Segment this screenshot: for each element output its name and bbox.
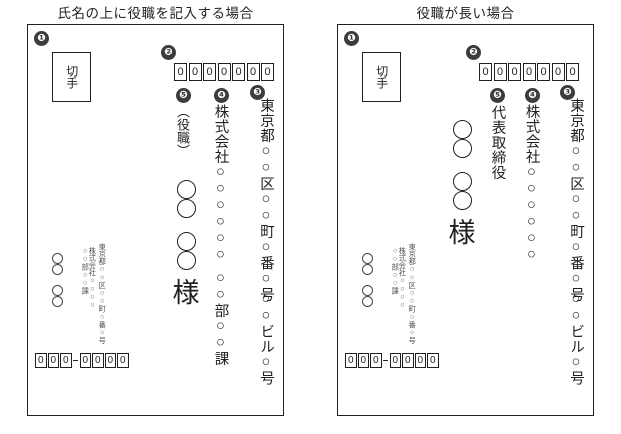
sender-name-left (49, 253, 65, 307)
sender-name-circle (361, 253, 373, 264)
envelope-outline-left: ❶ 切手 ❷ 0 0 0 0 0 0 0 ❸ 東京都○○区○○町○番○号 ○○ビ… (27, 24, 284, 416)
sender-company-right: 株式会社○○○○ ○○部○○課 (391, 247, 407, 310)
postal-code-top-right: 0 0 0 0 0 0 0 (479, 63, 579, 81)
sender-postal-digit: 0 (117, 353, 129, 368)
recipient-name-left: 様 (172, 180, 200, 308)
postal-digit: 0 (217, 63, 231, 81)
name-circle (176, 232, 196, 251)
postal-digit: 0 (261, 63, 274, 81)
badge-4-right: ❹ (525, 88, 540, 103)
stamp-box-right: 切手 (362, 52, 401, 102)
recipient-address-line1-left: 東京都○○区○○町○番○号 (258, 98, 274, 302)
sender-postal-digit: 0 (47, 353, 59, 368)
honorific-sama-left: 様 (172, 278, 200, 308)
recipient-company-line1-right: 株式会社○○○○○○ (523, 104, 540, 263)
sender-postal-digit: 0 (79, 353, 91, 368)
stamp-label-left: 切手 (64, 65, 79, 89)
postal-digit: 0 (174, 63, 187, 81)
postal-dash (73, 359, 78, 362)
recipient-address-line2-right: ○○ビル○号 (568, 291, 584, 386)
badge-5-right: ❺ (490, 88, 505, 103)
recipient-company-line1-left: 株式会社○○○○○○ (212, 104, 229, 263)
sender-name-right (359, 253, 375, 307)
sender-name-circle (51, 296, 63, 307)
sender-postal-digit: 0 (60, 353, 72, 368)
honorific-sama-right: 様 (448, 218, 476, 248)
name-circle (176, 251, 196, 270)
postal-digit: 0 (566, 63, 579, 81)
sender-name-circle (51, 253, 63, 264)
badge-3-right: ❸ (560, 85, 575, 100)
name-circle (452, 191, 472, 210)
recipient-job-title-right: 代表取締役 (489, 105, 506, 180)
postal-digit: 0 (493, 63, 507, 81)
sender-name-circle (51, 264, 63, 275)
sender-postal-digit: 0 (92, 353, 104, 368)
envelope-outline-right: ❶ 切手 ❷ 0 0 0 0 0 0 0 ❸ 東京都○○区○○町○番○号 ○○ビ… (337, 24, 594, 416)
sender-name-circle (361, 264, 373, 275)
recipient-department-left: ○○部○○課 (212, 270, 229, 366)
recipient-job-title-left: （役職） (175, 105, 190, 157)
sender-name-circle (51, 285, 63, 296)
postal-digit: 0 (203, 63, 216, 81)
name-circle (176, 199, 196, 218)
badge-2-right: ❷ (466, 45, 481, 60)
recipient-name-right: 様 (448, 120, 476, 248)
name-circle (176, 180, 196, 199)
postal-digit: 0 (537, 63, 550, 81)
panel-case-long-title: 役職が長い場合 ❶ 切手 ❷ 0 0 0 0 0 0 0 ❸ 東京都○○区○○町… (310, 0, 621, 434)
badge-1-right: ❶ (344, 31, 359, 46)
postal-digit: 0 (232, 63, 245, 81)
sender-postal-digit: 0 (427, 353, 439, 368)
postal-dash (383, 359, 388, 362)
sender-postal-digit: 0 (389, 353, 401, 368)
postal-code-sender-left: 0 0 0 0 0 0 0 (35, 353, 129, 368)
sender-postal-digit: 0 (370, 353, 382, 368)
badge-2-left: ❷ (161, 45, 176, 60)
panel-title-left: 氏名の上に役職を記入する場合 (57, 6, 254, 21)
badge-4-left: ❹ (214, 88, 229, 103)
badge-3-left: ❸ (250, 85, 265, 100)
name-circle (452, 139, 472, 158)
sender-name-circle (361, 296, 373, 307)
sender-address-right: 東京都○○区○○町○番○号 (408, 243, 417, 344)
recipient-address-line1-right: 東京都○○区○○町○番○号 (568, 98, 584, 302)
panel-title-right: 役職が長い場合 (416, 6, 515, 21)
badge-5-left: ❺ (176, 88, 191, 103)
recipient-address-line2-left: ○○ビル○号 (258, 291, 274, 386)
sender-postal-digit: 0 (345, 353, 357, 368)
sender-postal-digit: 0 (357, 353, 369, 368)
postal-digit: 0 (188, 63, 202, 81)
postal-digit: 0 (508, 63, 521, 81)
name-circle (452, 120, 472, 139)
postal-digit: 0 (522, 63, 536, 81)
sender-postal-digit: 0 (35, 353, 47, 368)
sender-postal-digit: 0 (414, 353, 426, 368)
sender-postal-digit: 0 (104, 353, 116, 368)
stamp-label-right: 切手 (374, 65, 389, 89)
panel-case-title-above-name: 氏名の上に役職を記入する場合 ❶ 切手 ❷ 0 0 0 0 0 0 0 ❸ (27, 6, 284, 416)
badge-1-left: ❶ (34, 31, 49, 46)
stamp-box-left: 切手 (52, 52, 91, 102)
sender-postal-digit: 0 (402, 353, 414, 368)
postal-digit: 0 (246, 63, 260, 81)
postal-digit: 0 (479, 63, 492, 81)
postal-code-sender-right: 0 0 0 0 0 0 0 (345, 353, 439, 368)
postal-code-top-left: 0 0 0 0 0 0 0 (174, 63, 274, 81)
name-circle (452, 172, 472, 191)
sender-company-left: 株式会社○○○○ ○○部○○課 (81, 247, 97, 310)
sender-name-circle (361, 285, 373, 296)
postal-digit: 0 (551, 63, 565, 81)
sender-address-left: 東京都○○区○○町○番○号 (98, 243, 107, 344)
